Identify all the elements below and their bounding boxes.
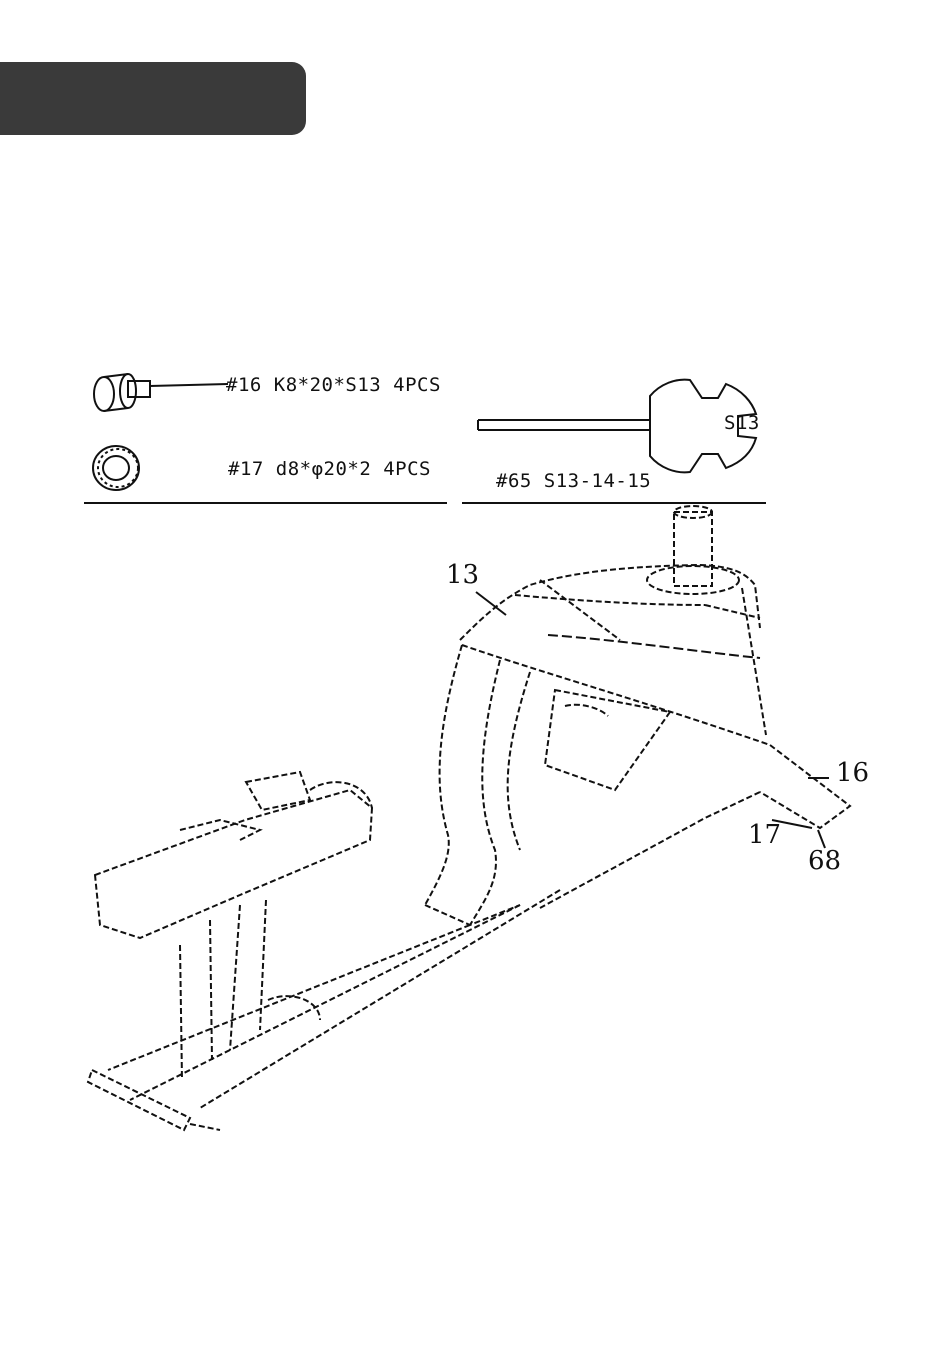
- rowing-machine-body: [108, 645, 670, 1108]
- rear-foot: [88, 1070, 220, 1130]
- callout-17: 17: [748, 820, 781, 850]
- rowing-machine-front-frame: [460, 565, 850, 908]
- bolt-icon: [94, 374, 228, 411]
- bolt-label: #16 K8*20*S13 4PCS: [226, 374, 441, 396]
- callout-13: 13: [446, 560, 479, 590]
- washer-label: #17 d8*φ20*2 4PCS: [228, 458, 431, 480]
- seat-assembly: [95, 772, 372, 1080]
- upright-post: [647, 506, 739, 594]
- callout-16: 16: [836, 758, 869, 788]
- wrench-size-label: S13: [724, 412, 760, 434]
- wrench-label: #65 S13-14-15: [496, 470, 651, 492]
- washer-icon: [93, 446, 139, 490]
- callout-68: 68: [808, 846, 841, 876]
- wrench-icon: [478, 380, 756, 473]
